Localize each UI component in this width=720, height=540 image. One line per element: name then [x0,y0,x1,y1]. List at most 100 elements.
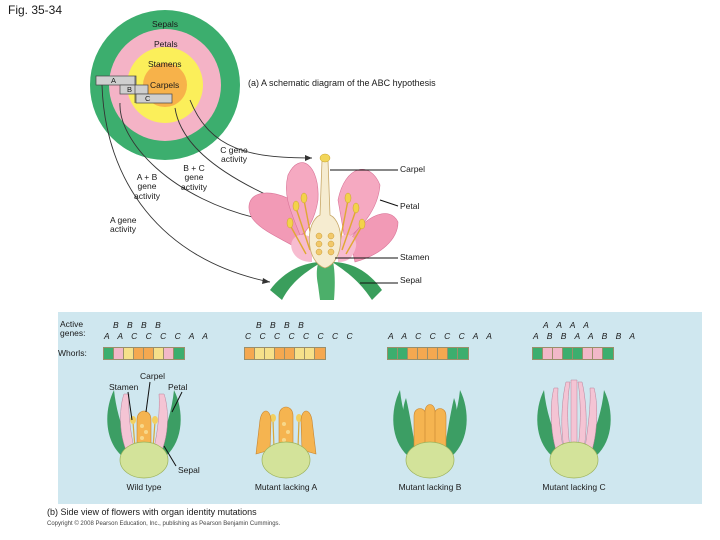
wt-label-petal: Petal [168,382,188,392]
genotype-2-name: Mutant lacking B [398,482,462,492]
copyright: Copyright © 2008 Pearson Education, Inc.… [47,521,281,527]
organ-label-lines [330,169,399,284]
whorl-cell-carpel [275,348,285,359]
whorl-cell-sepal [388,348,398,359]
panel-b-caption: (b) Side view of flowers with organ iden… [47,507,257,517]
wt-label-carpel: Carpel [140,371,166,381]
bc-gene-line3: activity [181,181,207,192]
whorl-cell-carpel [245,348,255,359]
whorl-cell-carpel [428,348,438,359]
box-b [119,84,149,95]
whorl-cell-sepal [563,348,573,359]
whorl-cell-carpel [418,348,428,359]
c-arrow [189,99,313,159]
c-arrowhead [305,155,312,161]
box-a [95,75,137,86]
whorl-cell-petal [164,348,174,359]
panel-a-caption: (a) A schematic diagram of the ABC hypot… [248,78,436,88]
a-gene-activity-label: A gene activity [110,215,137,235]
whorl-cell-stamen [255,348,265,359]
carpel [308,159,342,269]
whorl-cell-sepal [398,348,408,359]
c-gene-activity-label: C gene activity [214,145,254,165]
a-gene-line1: A gene [110,215,137,225]
bc-arrow [174,107,279,201]
whorl-cell-sepal [573,348,583,359]
whorl-cell-petal [583,348,593,359]
genotype-0-name: Wild type [126,482,162,492]
whorl-cell-carpel [408,348,418,359]
box-label-b: B [127,85,133,94]
genotype-0-top-genes: B B B B [113,320,164,330]
genotype-3-whorl-bar [532,347,614,360]
whorl-cell-carpel [315,348,325,359]
activity-arrows [101,84,313,283]
box-label-c: C [145,94,151,103]
bc-gene-line2: gene [184,172,204,183]
stigma [319,153,331,163]
whorl-cell-carpel [438,348,448,359]
whorl-cell-sepal [533,348,543,359]
sepal-left [270,262,322,300]
ab-arrow [119,102,266,221]
whorl-cell-petal [553,348,563,359]
flower-label-carpel: Carpel [400,164,426,174]
petal-front-right [338,234,357,262]
wt-label-sepal: Sepal [178,465,200,475]
whorls-label: Whorls: [58,348,87,358]
whorl-cell-sepal [458,348,468,359]
bc-gene-activity-label: B + C gene activity [174,163,214,192]
wt-label-stamen: Stamen [109,382,139,392]
whorl-cell-sepal [174,348,184,359]
whorl-cell-stamen [154,348,164,359]
a-arrow [101,84,271,283]
flower-label-petal: Petal [400,201,420,211]
whorl-cell-sepal [104,348,114,359]
active-genes-line1: Active [60,319,84,329]
whorl-cell-stamen [305,348,315,359]
whorl-cell-petal [593,348,603,359]
whorl-cell-sepal [448,348,458,359]
genotype-0-bottom-genes: A A C C C C A A [104,331,211,341]
genotype-3-name: Mutant lacking C [542,482,606,492]
a-gene-line2: activity [110,224,136,235]
flower-illustration [248,153,399,300]
petal-line [379,199,399,207]
ab-gene-line2: gene [137,181,157,192]
box-label-a: A [111,76,117,85]
sepal-right [332,262,382,300]
whorl-cell-stamen [265,348,275,359]
ab-gene-line1: A + B [136,172,158,182]
whorl-cell-carpel [134,348,144,359]
whorl-cell-carpel [285,348,295,359]
whorl-cell-sepal [603,348,613,359]
a-arrowhead [262,278,270,284]
flower-label-stamen: Stamen [400,252,430,262]
ring-label-petals: Petals [154,39,178,49]
genotype-1-name: Mutant lacking A [254,482,318,492]
ab-gene-activity-label: A + B gene activity [127,172,167,201]
genotype-2-whorl-bar [387,347,469,360]
box-c [135,93,173,104]
stamen-anthers [286,192,366,230]
ovules [315,232,335,256]
figure-label: Fig. 35-34 [8,3,63,17]
c-gene-line2: activity [221,154,247,165]
genotype-1-bottom-genes: C C C C C C C C [245,331,356,341]
panel-a-graphics [90,10,399,300]
ring-label-sepals: Sepals [152,19,178,29]
ring-label-stamens: Stamens [148,59,182,69]
whorl-cell-stamen [295,348,305,359]
genotype-1-whorl-bar [244,347,326,360]
whorl-cell-carpel [144,348,154,359]
genotype-2-bottom-genes: A A C C C C A A [388,331,495,341]
ab-gene-line3: activity [134,190,160,201]
whorl-cell-stamen [124,348,134,359]
active-genes-line2: genes: [60,328,86,339]
bc-gene-line1: B + C [183,163,205,173]
flower-label-sepal: Sepal [400,275,422,285]
ring-label-carpels: Carpels [150,80,180,90]
whorl-cell-petal [543,348,553,359]
c-gene-line1: C gene [220,145,248,155]
